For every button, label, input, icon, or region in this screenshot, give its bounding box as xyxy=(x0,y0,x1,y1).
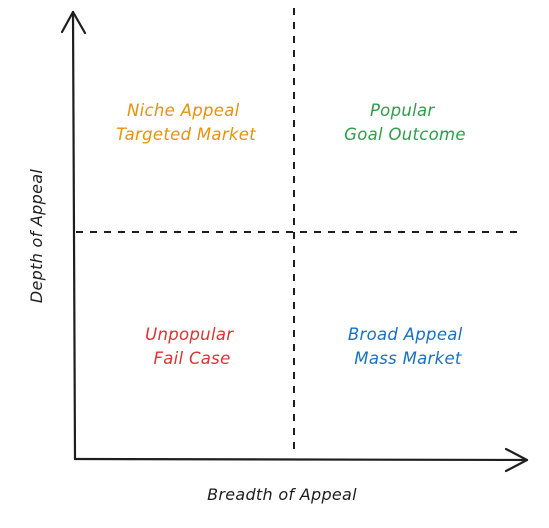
x-axis-label: Breadth of Appeal xyxy=(207,485,357,504)
y-axis-arrowhead xyxy=(60,10,87,35)
quadrant-bottom-right-line2: Mass Market xyxy=(354,349,462,368)
quadrant-top-left-line2: Targeted Market xyxy=(116,125,256,144)
quadrant-bottom-right-line1: Broad Appeal xyxy=(348,325,463,344)
quadrant-top-left-label: Niche Appeal Targeted Market xyxy=(116,101,256,144)
quadrant-bottom-right-label: Broad Appeal Mass Market xyxy=(348,325,468,368)
y-axis xyxy=(60,10,87,461)
x-axis-arrowhead xyxy=(504,447,529,473)
quadrant-bottom-left-label: Unpopular Fail Case xyxy=(145,325,239,368)
quadrant-bottom-left-line1: Unpopular xyxy=(145,325,234,344)
y-axis-label: Depth of Appeal xyxy=(27,169,46,303)
quadrant-top-right-line1: Popular xyxy=(370,101,435,120)
quadrant-bottom-left-line2: Fail Case xyxy=(153,349,230,368)
quadrant-top-right-label: Popular Goal Outcome xyxy=(344,101,466,144)
quadrant-top-left-line1: Niche Appeal xyxy=(127,101,240,120)
quadrant-top-right-line2: Goal Outcome xyxy=(344,125,466,144)
x-axis xyxy=(73,447,529,473)
